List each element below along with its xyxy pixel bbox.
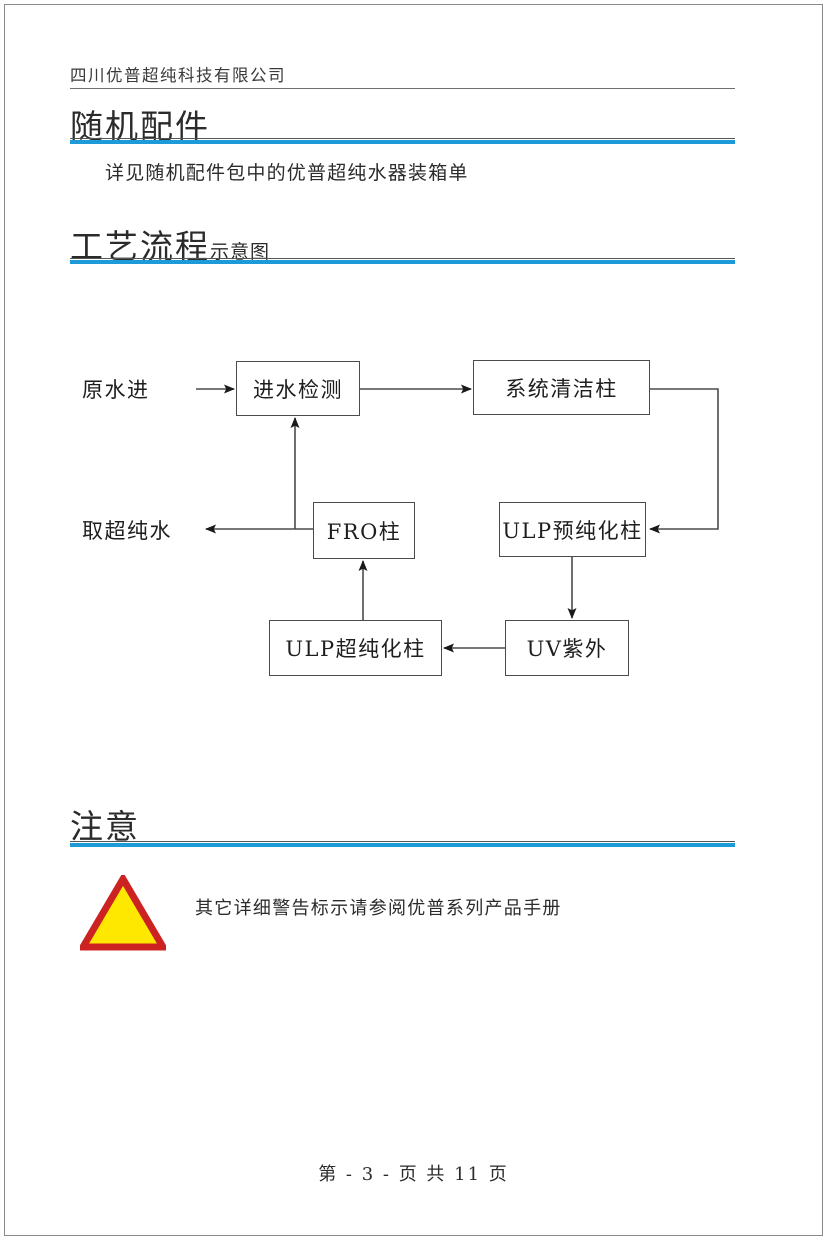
- rule-accent-line: [70, 260, 735, 264]
- section-subtitle-text: 示意图: [210, 241, 271, 263]
- section-title-text: 工艺流程: [70, 227, 210, 266]
- flow-label-ultrapure-water-out: 取超纯水: [82, 519, 172, 543]
- rule-accent-line: [70, 843, 735, 847]
- process-flow-diagram: 原水进 进水检测 系统清洁柱 取超纯水 FRO柱 ULP预纯化柱 ULP超纯化柱…: [0, 300, 827, 720]
- flow-label-raw-water-in: 原水进: [82, 378, 150, 402]
- section-rule-process-flow: [70, 258, 735, 264]
- flow-node-inlet-test[interactable]: 进水检测: [236, 361, 360, 416]
- section-title-process-flow: 工艺流程示意图: [70, 220, 270, 268]
- header-divider: [70, 88, 735, 89]
- flow-node-ulp-ultra-purification-column[interactable]: ULP超纯化柱: [269, 620, 442, 676]
- page-footer: 第 - 3 - 页 共 11 页: [318, 1164, 509, 1185]
- flow-connectors: [196, 384, 719, 653]
- accessories-body-text: 详见随机配件包中的优普超纯水器装箱单: [105, 162, 469, 184]
- rule-thin-line: [70, 841, 735, 842]
- section-title-caution: 注意: [70, 800, 140, 848]
- rule-accent-line: [70, 140, 735, 144]
- section-rule-accessories: [70, 138, 735, 144]
- company-header: 四川优普超纯科技有限公司: [70, 66, 286, 85]
- section-rule-caution: [70, 841, 735, 847]
- warning-triangle-icon: [80, 875, 166, 951]
- flow-node-uv-sterilizer[interactable]: UV紫外: [505, 620, 629, 676]
- flow-node-ulp-pre-purification-column[interactable]: ULP预纯化柱: [499, 502, 646, 557]
- caution-body-text: 其它详细警告标示请参阅优普系列产品手册: [195, 898, 562, 919]
- flow-node-fro-column[interactable]: FRO柱: [313, 502, 415, 559]
- rule-thin-line: [70, 138, 735, 139]
- section-title-text: 注意: [70, 807, 140, 846]
- section-title-accessories: 随机配件: [70, 100, 210, 148]
- rule-thin-line: [70, 258, 735, 259]
- section-title-text: 随机配件: [70, 107, 210, 146]
- flow-node-system-cleaning-column[interactable]: 系统清洁柱: [473, 360, 650, 415]
